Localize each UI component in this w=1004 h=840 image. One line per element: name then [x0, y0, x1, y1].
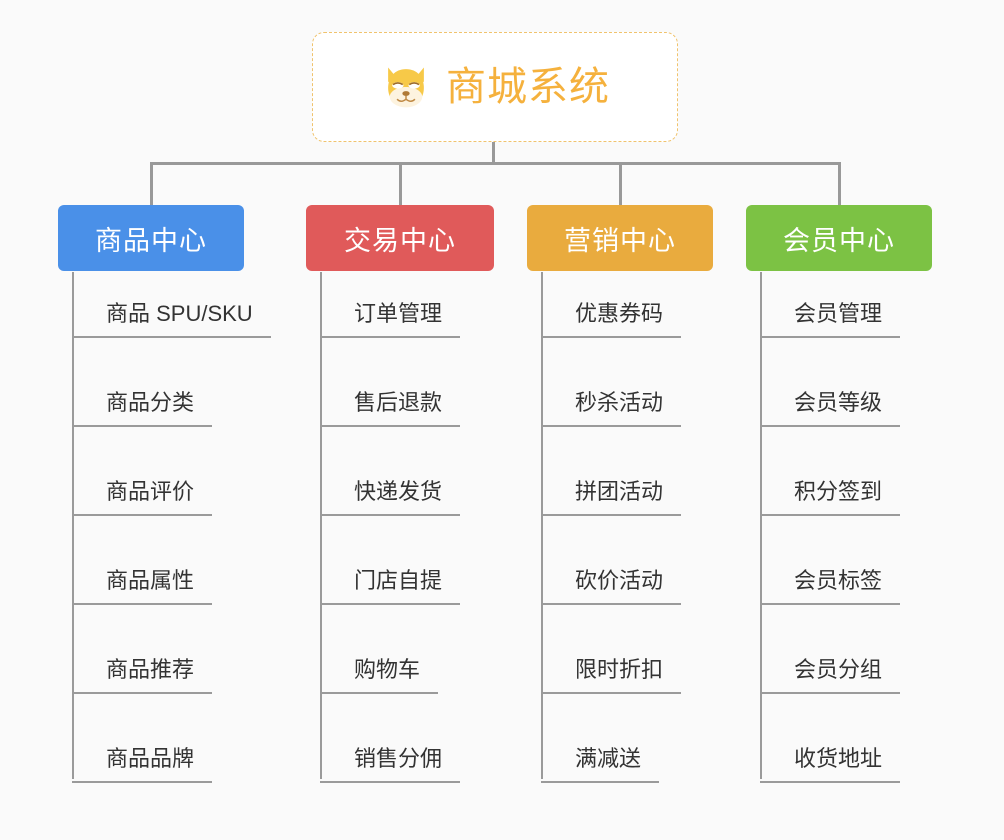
- leaf-item[interactable]: 拼团活动: [541, 478, 682, 516]
- category-label: 会员中心: [783, 225, 895, 256]
- branch-drop-connector-marketing-center: [619, 162, 622, 205]
- leaf-item-label: 商品评价: [72, 478, 213, 516]
- leaf-item-label: 购物车: [320, 656, 439, 694]
- leaf-spine: [760, 272, 762, 779]
- category-box-product-center[interactable]: 商品中心: [58, 205, 244, 271]
- leaf-item[interactable]: 会员等级: [760, 389, 901, 427]
- category-box-marketing-center[interactable]: 营销中心: [527, 205, 713, 271]
- leaf-item-label: 会员管理: [760, 300, 901, 338]
- leaf-item[interactable]: 会员标签: [760, 567, 901, 605]
- branch-drop-connector-product-center: [150, 162, 153, 205]
- leaf-item[interactable]: 商品评价: [72, 478, 213, 516]
- leaf-item-label: 会员标签: [760, 567, 901, 605]
- category-label: 交易中心: [344, 225, 456, 256]
- category-label: 营销中心: [564, 225, 676, 256]
- leaf-item[interactable]: 积分签到: [760, 478, 901, 516]
- leaf-item-label: 商品属性: [72, 567, 213, 605]
- leaf-item-label: 商品分类: [72, 389, 213, 427]
- leaf-item-label: 满减送: [541, 745, 660, 783]
- leaf-item[interactable]: 商品品牌: [72, 745, 213, 783]
- leaf-item[interactable]: 售后退款: [320, 389, 461, 427]
- leaf-item-label: 限时折扣: [541, 656, 682, 694]
- branch-drop-connector-trade-center: [399, 162, 402, 205]
- root-trunk-connector: [492, 142, 495, 165]
- leaf-spine: [72, 272, 74, 779]
- leaf-item-label: 砍价活动: [541, 567, 682, 605]
- leaf-item-label: 商品品牌: [72, 745, 213, 783]
- leaf-item[interactable]: 商品推荐: [72, 656, 213, 694]
- leaf-item[interactable]: 商品分类: [72, 389, 213, 427]
- leaf-item[interactable]: 满减送: [541, 745, 660, 783]
- category-box-member-center[interactable]: 会员中心: [746, 205, 932, 271]
- leaf-spine: [320, 272, 322, 779]
- leaf-item-label: 秒杀活动: [541, 389, 682, 427]
- leaf-item-label: 会员分组: [760, 656, 901, 694]
- root-node[interactable]: 商城系统: [312, 32, 678, 142]
- leaf-spine: [541, 272, 543, 779]
- leaf-item[interactable]: 购物车: [320, 656, 439, 694]
- leaf-item-label: 会员等级: [760, 389, 901, 427]
- leaf-item-label: 快递发货: [320, 478, 461, 516]
- leaf-item[interactable]: 商品属性: [72, 567, 213, 605]
- shiba-dog-icon: [380, 61, 432, 113]
- leaf-item[interactable]: 会员分组: [760, 656, 901, 694]
- leaf-item-label: 销售分佣: [320, 745, 461, 783]
- leaf-item-label: 优惠券码: [541, 300, 682, 338]
- category-label: 商品中心: [95, 225, 207, 256]
- category-box-trade-center[interactable]: 交易中心: [306, 205, 494, 271]
- branch-drop-connector-member-center: [838, 162, 841, 205]
- leaf-item-label: 收货地址: [760, 745, 901, 783]
- leaf-item[interactable]: 会员管理: [760, 300, 901, 338]
- leaf-item-label: 拼团活动: [541, 478, 682, 516]
- leaf-item[interactable]: 收货地址: [760, 745, 901, 783]
- leaf-item-label: 商品 SPU/SKU: [72, 300, 271, 338]
- leaf-item[interactable]: 快递发货: [320, 478, 461, 516]
- leaf-item-label: 订单管理: [320, 300, 461, 338]
- leaf-item-label: 商品推荐: [72, 656, 213, 694]
- leaf-item-label: 积分签到: [760, 478, 901, 516]
- leaf-item-label: 售后退款: [320, 389, 461, 427]
- leaf-item[interactable]: 销售分佣: [320, 745, 461, 783]
- leaf-item-label: 门店自提: [320, 567, 461, 605]
- leaf-item[interactable]: 商品 SPU/SKU: [72, 300, 271, 338]
- leaf-item[interactable]: 优惠券码: [541, 300, 682, 338]
- root-title: 商城系统: [446, 65, 610, 109]
- leaf-item[interactable]: 限时折扣: [541, 656, 682, 694]
- leaf-item[interactable]: 订单管理: [320, 300, 461, 338]
- leaf-item[interactable]: 门店自提: [320, 567, 461, 605]
- leaf-item[interactable]: 砍价活动: [541, 567, 682, 605]
- horizontal-bus-connector: [151, 162, 839, 165]
- leaf-item[interactable]: 秒杀活动: [541, 389, 682, 427]
